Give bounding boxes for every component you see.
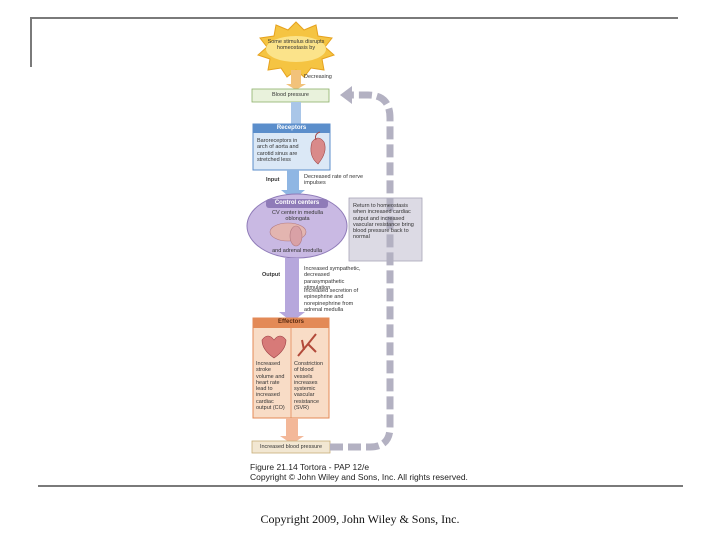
medulla-illustration bbox=[269, 222, 307, 247]
blood-pressure-label: Blood pressure bbox=[272, 92, 309, 98]
output-text-1: Increased sympathetic, decreased parasym… bbox=[304, 266, 361, 291]
stimulus-arrow bbox=[291, 70, 301, 84]
aortic-arch-illustration bbox=[310, 131, 326, 165]
feedback-loop-arrow bbox=[330, 91, 394, 451]
slide-frame-bottom bbox=[38, 485, 683, 487]
control-centers-text-bottom: and adrenal medulla bbox=[272, 248, 322, 254]
heart-illustration bbox=[261, 335, 287, 359]
control-centers-text-top: CV center in medulla oblongata bbox=[271, 210, 324, 223]
slide-frame-left bbox=[30, 17, 32, 67]
input-text: Decreased rate of nerve impulses bbox=[304, 174, 364, 187]
return-to-homeostasis-text: Return to homeostasis when increased car… bbox=[353, 203, 414, 241]
blood-vessel-illustration bbox=[297, 333, 317, 357]
figure-caption-line2: Copyright © John Wiley and Sons, Inc. Al… bbox=[250, 472, 468, 482]
effectors-right-text: Constriction of blood vessels increases … bbox=[294, 361, 324, 412]
effectors-title: Effectors bbox=[277, 319, 304, 325]
input-label: Input bbox=[266, 177, 280, 183]
output-arrow bbox=[285, 258, 299, 314]
blood-pressure-box bbox=[251, 88, 330, 103]
receptors-text: Baroreceptors in arch of aorta and carot… bbox=[257, 138, 299, 163]
stimulus-text: Some stimulus disrupts homeostasis by bbox=[267, 39, 325, 51]
receptors-title: Receptors bbox=[276, 125, 307, 131]
response-label: Increased blood pressure bbox=[259, 444, 323, 450]
feedback-arrowhead bbox=[340, 86, 352, 104]
slide-frame-top bbox=[30, 17, 678, 19]
return-box bbox=[348, 197, 423, 262]
effectors-left-text: Increased stroke volume and heart rate l… bbox=[256, 361, 285, 412]
output-text-2: Increased secretion of epinephrine and n… bbox=[304, 288, 359, 313]
output-label: Output bbox=[262, 272, 281, 278]
control-centers-title: Control centers bbox=[274, 200, 320, 206]
decreasing-label: Decreasing bbox=[304, 74, 332, 80]
figure-caption-line1: Figure 21.14 Tortora - PAP 12/e bbox=[250, 462, 370, 472]
input-arrow bbox=[287, 170, 299, 192]
slide-footer-copyright: Copyright 2009, John Wiley & Sons, Inc. bbox=[260, 512, 460, 526]
